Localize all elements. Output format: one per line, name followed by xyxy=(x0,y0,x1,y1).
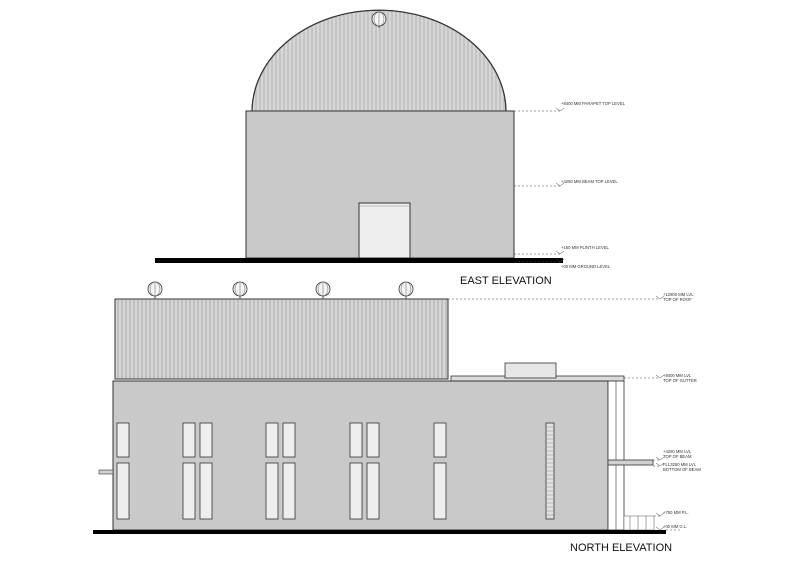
east-level-label-ground: +00 MM GROUND LEVEL xyxy=(561,264,611,269)
east-level-label-plinth: +150 MM PLINTH LEVEL xyxy=(561,245,609,250)
window-upper xyxy=(265,422,279,458)
east-elevation-title: EAST ELEVATION xyxy=(460,275,552,287)
north-roof xyxy=(114,298,449,380)
north-canopy xyxy=(607,459,654,466)
roof-ventilator xyxy=(147,281,163,299)
window-upper xyxy=(282,422,296,458)
window-upper xyxy=(433,422,447,458)
north-level-label-gutter-2: TOP OF GUTTER xyxy=(663,378,697,383)
window-lower xyxy=(282,462,296,520)
east-elevation: +8400 MM PARAPET TOP LEVEL +4250 MM BEAM… xyxy=(155,9,626,287)
north-roof-ventilators xyxy=(147,281,414,299)
window-lower xyxy=(433,462,447,520)
north-level-label-roof-1: +12600 MM LVL xyxy=(663,292,694,297)
north-windows xyxy=(116,422,447,520)
window-upper xyxy=(199,422,213,458)
east-level-label-beam: +4250 MM BEAM TOP LEVEL xyxy=(561,179,618,184)
window-upper xyxy=(182,422,196,458)
roof-ventilator xyxy=(315,281,331,299)
window-lower xyxy=(265,462,279,520)
east-roof-ventilator xyxy=(371,11,387,28)
east-door xyxy=(358,202,411,259)
east-ground-line xyxy=(155,258,563,263)
north-level-label-roof-2: TOP OF ROOF xyxy=(663,297,692,302)
north-level-label-beam-top-2: TOP OF BEAM xyxy=(663,454,692,459)
north-level-label-beam-bottom-1: FLL3250 MM LVL xyxy=(663,462,697,467)
east-level-label-parapet: +8400 MM PARAPET TOP LEVEL xyxy=(561,101,626,106)
north-level-label-ground: +00 MM G.L. xyxy=(663,524,687,529)
east-dome xyxy=(251,9,507,113)
north-steps xyxy=(623,515,655,531)
north-rooftop-unit xyxy=(504,362,557,379)
window-lower xyxy=(116,462,130,520)
window-upper xyxy=(366,422,380,458)
window-lower xyxy=(199,462,213,520)
north-level-label-beam-top-1: +4250 MM LVL xyxy=(663,449,692,454)
window-lower xyxy=(182,462,196,520)
north-elevation-title: NORTH ELEVATION xyxy=(570,542,672,554)
roof-ventilator xyxy=(398,281,414,299)
roof-ventilator xyxy=(232,281,248,299)
north-downpipe-outlet xyxy=(98,469,114,475)
north-elevation: +12600 MM LVL TOP OF ROOF +8400 MM LVL T… xyxy=(93,281,701,554)
north-level-label-beam-bottom-2: BOTTOM OF BEAM xyxy=(663,467,701,472)
east-level-markers xyxy=(514,107,565,263)
north-level-label-plinth: +750 MM P.L. xyxy=(663,510,689,515)
window-lower xyxy=(349,462,363,520)
north-ground-line xyxy=(93,530,666,534)
north-level-label-gutter-1: +8400 MM LVL xyxy=(663,373,692,378)
window-lower xyxy=(366,462,380,520)
window-upper xyxy=(116,422,130,458)
window-upper xyxy=(349,422,363,458)
north-level-markers xyxy=(448,295,680,531)
